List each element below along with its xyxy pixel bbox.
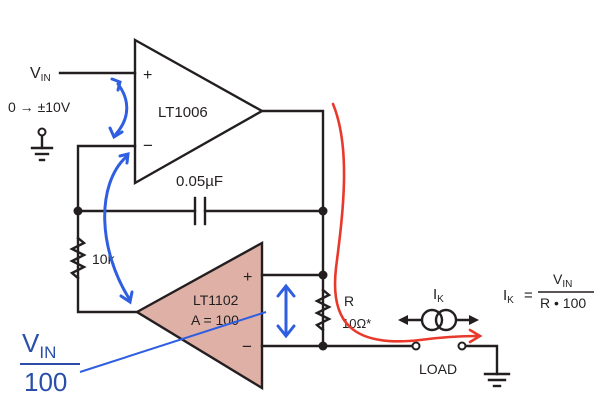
ground-icon: [483, 372, 511, 388]
svg-text:R • 100: R • 100: [540, 295, 586, 311]
capacitor-label: 0.05µF: [176, 173, 223, 190]
annotation-denominator: 100: [24, 367, 67, 397]
load-label: LOAD: [419, 361, 457, 377]
current-source-icon: [398, 308, 479, 332]
opamp1-plus-sign: +: [143, 67, 152, 84]
annotation-r-voltage-arrow: [276, 283, 296, 339]
input-range-label: 0 → ±10V: [8, 99, 71, 115]
opamp1-minus-sign: −: [143, 136, 153, 155]
sense-resistor: [314, 288, 332, 332]
junction-dot: [318, 206, 328, 216]
opamp2-plus-sign: +: [243, 269, 252, 286]
vin-label: VIN: [30, 65, 51, 84]
opamp-lt1006: [133, 37, 265, 186]
junction-dot: [318, 270, 328, 280]
opamp1-output-wire: [260, 109, 325, 348]
opamp2-minus-sign: −: [242, 337, 252, 356]
svg-text:VIN: VIN: [553, 271, 572, 290]
svg-text:IK: IK: [503, 287, 514, 306]
junction-dot: [73, 206, 83, 216]
resistor-10k: [69, 236, 87, 280]
load-terminal-right: [457, 341, 467, 351]
current-formula: IK = VIN R • 100: [503, 271, 594, 311]
opamp2-label: LT1102: [193, 292, 239, 308]
annotation-vin-equal-arrow: [108, 77, 129, 140]
opamp-lt1102: [134, 240, 264, 391]
resistor-r-label: R: [344, 293, 354, 309]
current-flow-arrow: [331, 102, 483, 344]
annotation-feedback-arrow: [103, 152, 134, 305]
source-ground-icon: [30, 127, 54, 162]
feedback-wire-left: [76, 144, 138, 314]
svg-text:=: =: [524, 287, 533, 304]
annotation-vin-numerator: VIN: [22, 328, 56, 362]
load-wire-right: [464, 344, 499, 376]
annotation-pointer-line: [79, 311, 267, 373]
ik-label: IK: [433, 286, 444, 305]
load-terminal-left: [411, 341, 421, 351]
opamp1-label: LT1006: [158, 104, 208, 121]
opamp2-gain-label: A = 100: [191, 312, 239, 328]
